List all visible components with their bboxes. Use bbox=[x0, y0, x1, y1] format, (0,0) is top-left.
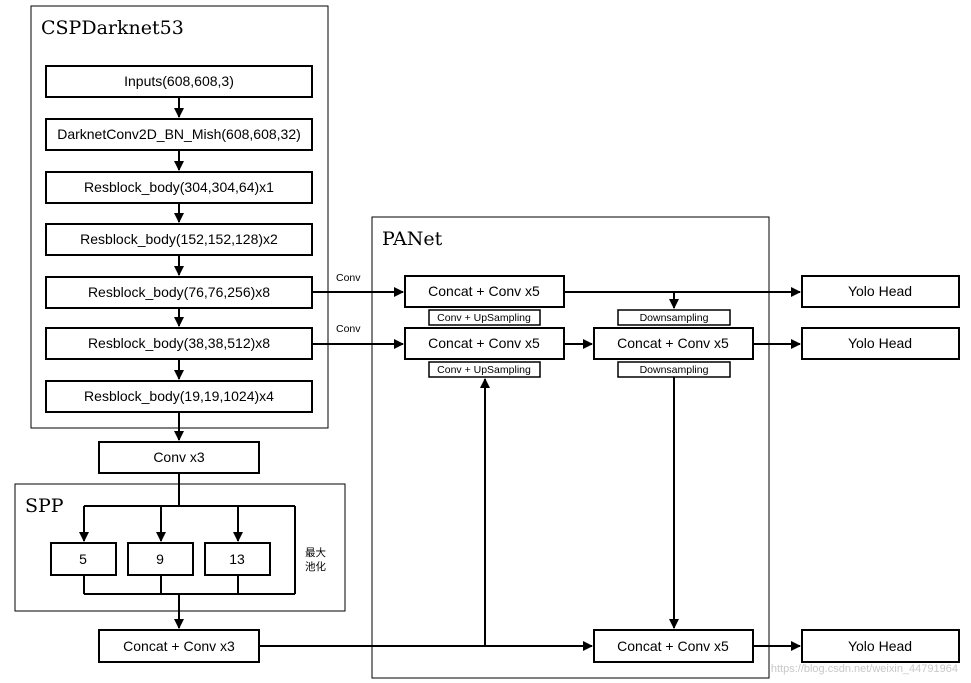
yolo-head-1-box bbox=[801, 275, 960, 308]
spp-title: SPP bbox=[25, 495, 64, 517]
resblock-3-label: Resblock_body(76,76,256)x8 bbox=[88, 284, 270, 300]
pool-9-label: 9 bbox=[156, 551, 164, 567]
pool-5-label: 5 bbox=[79, 551, 87, 567]
upsampling-label-1: Conv + UpSampling bbox=[437, 312, 531, 324]
pool-13-box bbox=[204, 542, 271, 576]
resblock-2-label: Resblock_body(152,152,128)x2 bbox=[80, 231, 278, 247]
conv-x3-box bbox=[98, 441, 260, 474]
pool-13-label: 13 bbox=[229, 551, 245, 567]
yolo-head-3-label: Yolo Head bbox=[848, 638, 912, 654]
backbone-title: CSPDarknet53 bbox=[41, 17, 184, 39]
conv-label-1: Conv bbox=[336, 272, 361, 284]
watermark: https://blog.csdn.net/weixin_44791964 bbox=[771, 663, 958, 675]
resblock-3-box bbox=[45, 276, 313, 309]
panet-concat-mid-left-box bbox=[404, 327, 565, 360]
downsampling-label-2: Downsampling bbox=[640, 364, 709, 376]
concat-conv-x3-box bbox=[98, 629, 260, 663]
panet-concat-mid-right-label: Concat + Conv x5 bbox=[617, 335, 729, 351]
upsampling-tag-2 bbox=[428, 361, 541, 378]
panet-title: PANet bbox=[382, 228, 443, 250]
inputs-label: Inputs(608,608,3) bbox=[124, 73, 234, 89]
downsampling-label-1: Downsampling bbox=[640, 312, 709, 324]
yolo-head-1-label: Yolo Head bbox=[848, 283, 912, 299]
maxpool-label-2: 池化 bbox=[305, 560, 326, 573]
yolo-head-3-box bbox=[801, 629, 960, 663]
darknet-conv-label: DarknetConv2D_BN_Mish(608,608,32) bbox=[57, 126, 301, 142]
conv-x3-label: Conv x3 bbox=[153, 449, 205, 465]
panet-concat-mid-right-box bbox=[593, 327, 754, 360]
inputs-box bbox=[45, 65, 313, 98]
pool-9-box bbox=[127, 542, 194, 576]
concat-conv-x3-label: Concat + Conv x3 bbox=[123, 638, 235, 654]
panet-concat-mid-left-label: Concat + Conv x5 bbox=[428, 335, 540, 351]
maxpool-label-1: 最大 bbox=[305, 546, 326, 559]
upsampling-label-2: Conv + UpSampling bbox=[437, 364, 531, 376]
yolo-head-2-label: Yolo Head bbox=[848, 335, 912, 351]
upsampling-tag-1 bbox=[428, 309, 541, 326]
panet-concat-bottom-box bbox=[593, 629, 754, 663]
resblock-1-box bbox=[45, 171, 313, 204]
conv-label-2: Conv bbox=[336, 323, 361, 335]
panet-concat-bottom-label: Concat + Conv x5 bbox=[617, 638, 729, 654]
resblock-4-label: Resblock_body(38,38,512)x8 bbox=[88, 335, 270, 351]
downsampling-tag-1 bbox=[617, 309, 731, 326]
panet-concat-top-box bbox=[404, 275, 565, 308]
resblock-1-label: Resblock_body(304,304,64)x1 bbox=[84, 179, 274, 195]
resblock-5-label: Resblock_body(19,19,1024)x4 bbox=[84, 388, 274, 404]
resblock-5-box bbox=[45, 380, 313, 413]
yolo-head-2-box bbox=[801, 327, 960, 360]
panet-concat-top-label: Concat + Conv x5 bbox=[428, 283, 540, 299]
